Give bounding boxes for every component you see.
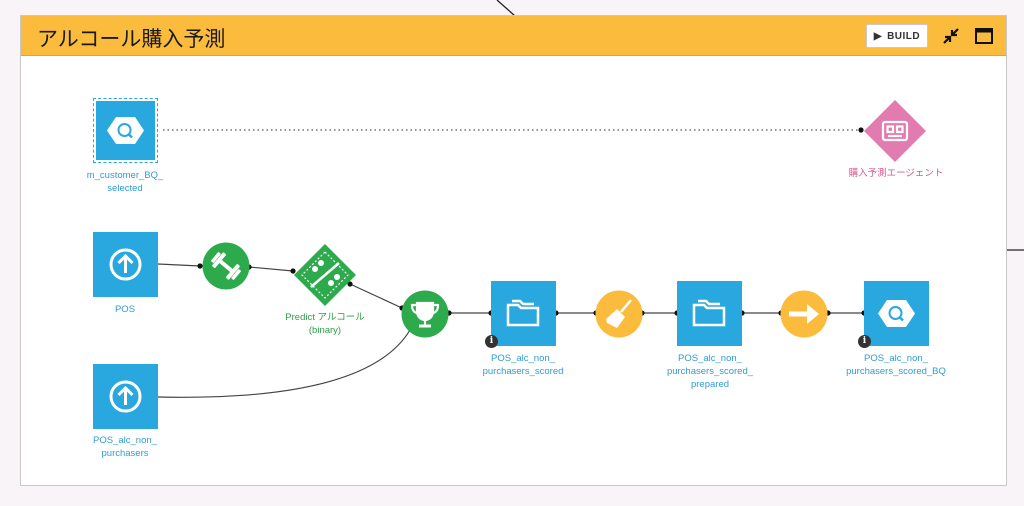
node-label: Predict アルコール (binary) — [285, 312, 365, 336]
dataset-node-pos[interactable] — [93, 232, 158, 297]
flow-zone[interactable]: アルコール購入予測 ▶ BUILD — [20, 15, 1007, 486]
node-label: 購入予測エージェント — [848, 168, 944, 179]
dataset-node-scored-bq[interactable] — [864, 281, 929, 346]
folder-icon — [506, 299, 540, 327]
node-label: POS_alc_non_ purchasers — [93, 435, 157, 459]
dumbbell-icon — [211, 252, 241, 280]
train-recipe-node[interactable] — [202, 242, 250, 290]
broom-icon — [606, 299, 632, 328]
agent-icon — [881, 120, 909, 142]
info-icon[interactable]: i — [858, 335, 871, 348]
node-label: POS_alc_non_ purchasers_scored_ prepared — [666, 353, 754, 390]
dataset-node-scored-prepared[interactable] — [677, 281, 742, 346]
bigquery-icon — [107, 117, 144, 144]
model-diamond-icon — [301, 251, 349, 299]
dataset-node-m-customer-bq[interactable] — [93, 98, 158, 163]
node-label: m_customer_BQ_ selected — [86, 170, 164, 194]
dataset-node-scored[interactable] — [491, 281, 556, 346]
edge — [157, 329, 411, 398]
build-label: BUILD — [887, 30, 921, 42]
build-button[interactable]: ▶ BUILD — [866, 24, 928, 48]
edge — [157, 263, 201, 267]
bigquery-icon — [878, 300, 915, 327]
upload-icon — [109, 380, 142, 413]
collapse-arrows-icon[interactable] — [941, 26, 961, 46]
node-label: POS — [114, 304, 136, 315]
trophy-icon — [410, 301, 440, 328]
node-label: POS_alc_non_ purchasers_scored — [482, 353, 564, 377]
info-icon[interactable]: i — [485, 335, 498, 348]
folder-icon — [692, 299, 726, 327]
zone-header: アルコール購入予測 ▶ BUILD — [21, 16, 1006, 56]
sync-recipe-node[interactable] — [780, 290, 828, 338]
dataset-node-pos-alc-non-purchasers[interactable] — [93, 364, 158, 429]
play-icon: ▶ — [873, 30, 883, 42]
edge — [248, 266, 294, 272]
window-maximize-icon[interactable] — [974, 26, 994, 46]
zone-title: アルコール購入予測 — [37, 28, 226, 51]
agent-node[interactable] — [862, 98, 928, 164]
arrow-right-icon — [789, 304, 819, 324]
score-recipe-node[interactable] — [401, 290, 449, 338]
edge — [349, 283, 403, 309]
prepare-recipe-node[interactable] — [595, 290, 643, 338]
predict-model-node[interactable] — [293, 243, 357, 307]
node-label: POS_alc_non_ purchasers_scored_BQ — [846, 353, 946, 377]
upload-icon — [109, 248, 142, 281]
